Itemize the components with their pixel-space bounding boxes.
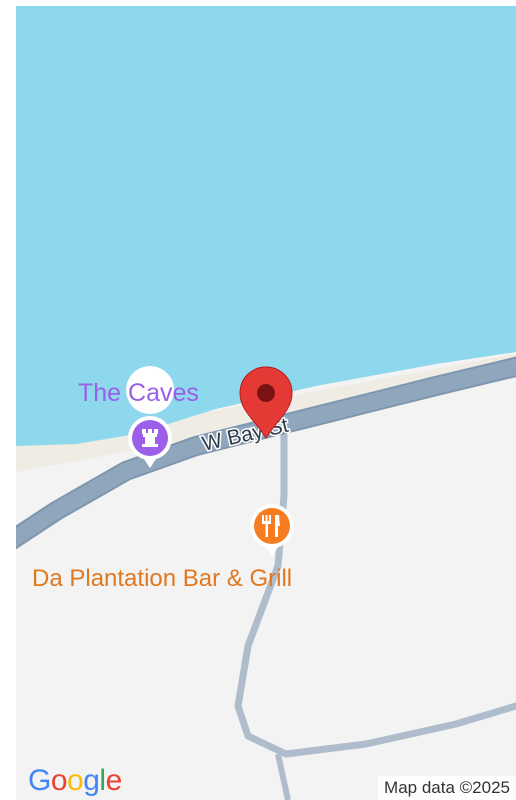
pin-body xyxy=(239,366,293,439)
map-view[interactable]: W Bay St xyxy=(16,6,516,800)
water-area xyxy=(16,6,516,446)
fork-knife-icon xyxy=(262,515,280,537)
poi-fill xyxy=(254,508,290,544)
logo-letter: e xyxy=(105,764,123,797)
logo-letter: l xyxy=(99,764,106,797)
minor-road-spur xyxy=(275,753,291,800)
logo-letter: o xyxy=(50,764,68,797)
pin-dot xyxy=(257,384,275,402)
logo-letter: g xyxy=(83,764,100,797)
poi-label-the-caves[interactable]: The Caves xyxy=(78,379,199,407)
map-canvas: W Bay St xyxy=(16,6,516,800)
map-attribution[interactable]: Map data ©2025 xyxy=(378,776,516,800)
google-logo[interactable]: Google xyxy=(28,764,122,798)
logo-letter: o xyxy=(67,764,84,797)
main-road-fill xyxy=(16,358,516,547)
castle-icon xyxy=(142,429,158,447)
poi-pin-shadow xyxy=(126,366,175,414)
red-map-pin-icon[interactable] xyxy=(239,366,293,439)
poi-label-da-plantation[interactable]: Da Plantation Bar & Grill xyxy=(32,565,293,592)
logo-letter: G xyxy=(28,764,51,797)
poi-pin-tip xyxy=(142,456,158,468)
poi-marker-the-caves[interactable] xyxy=(126,366,175,468)
poi-pin-tip xyxy=(264,544,280,556)
poi-marker-da-plantation[interactable] xyxy=(250,504,294,556)
